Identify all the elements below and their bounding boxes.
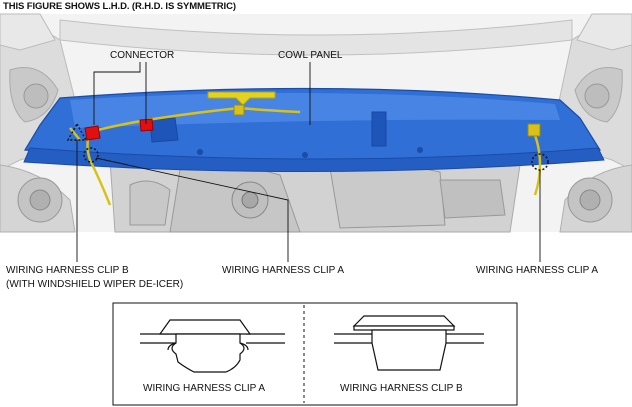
harness-junction <box>233 104 245 116</box>
harness-connector-right <box>527 123 541 137</box>
wiring-harness <box>69 106 542 206</box>
cowl-panel-label: COWL PANEL <box>278 50 343 61</box>
clip-b-marker <box>66 122 88 141</box>
wiper-bracket <box>207 91 276 106</box>
connectors <box>84 118 154 141</box>
detail-clip-b-caption: WIRING HARNESS CLIP B <box>340 383 463 394</box>
clip-b-drawing <box>334 315 484 371</box>
connector-label: CONNECTOR <box>110 50 175 61</box>
clip-a-left-marker <box>83 147 99 163</box>
figure-header: THIS FIGURE SHOWS L.H.D. (R.H.D. IS SYMM… <box>3 1 236 12</box>
clip-a-right-label: WIRING HARNESS CLIP A <box>476 265 599 276</box>
clip-detail-box <box>112 302 518 406</box>
clip-a-center-label: WIRING HARNESS CLIP A <box>222 265 345 276</box>
cowl-panel-shape <box>23 87 605 173</box>
clip-b-sublabel: (WITH WINDSHIELD WIPER DE-ICER) <box>6 279 184 290</box>
clip-a-drawing <box>140 319 285 373</box>
detail-clip-a-caption: WIRING HARNESS CLIP A <box>143 383 266 394</box>
leader-lines <box>76 62 541 262</box>
clip-b-label: WIRING HARNESS CLIP B <box>6 265 129 276</box>
